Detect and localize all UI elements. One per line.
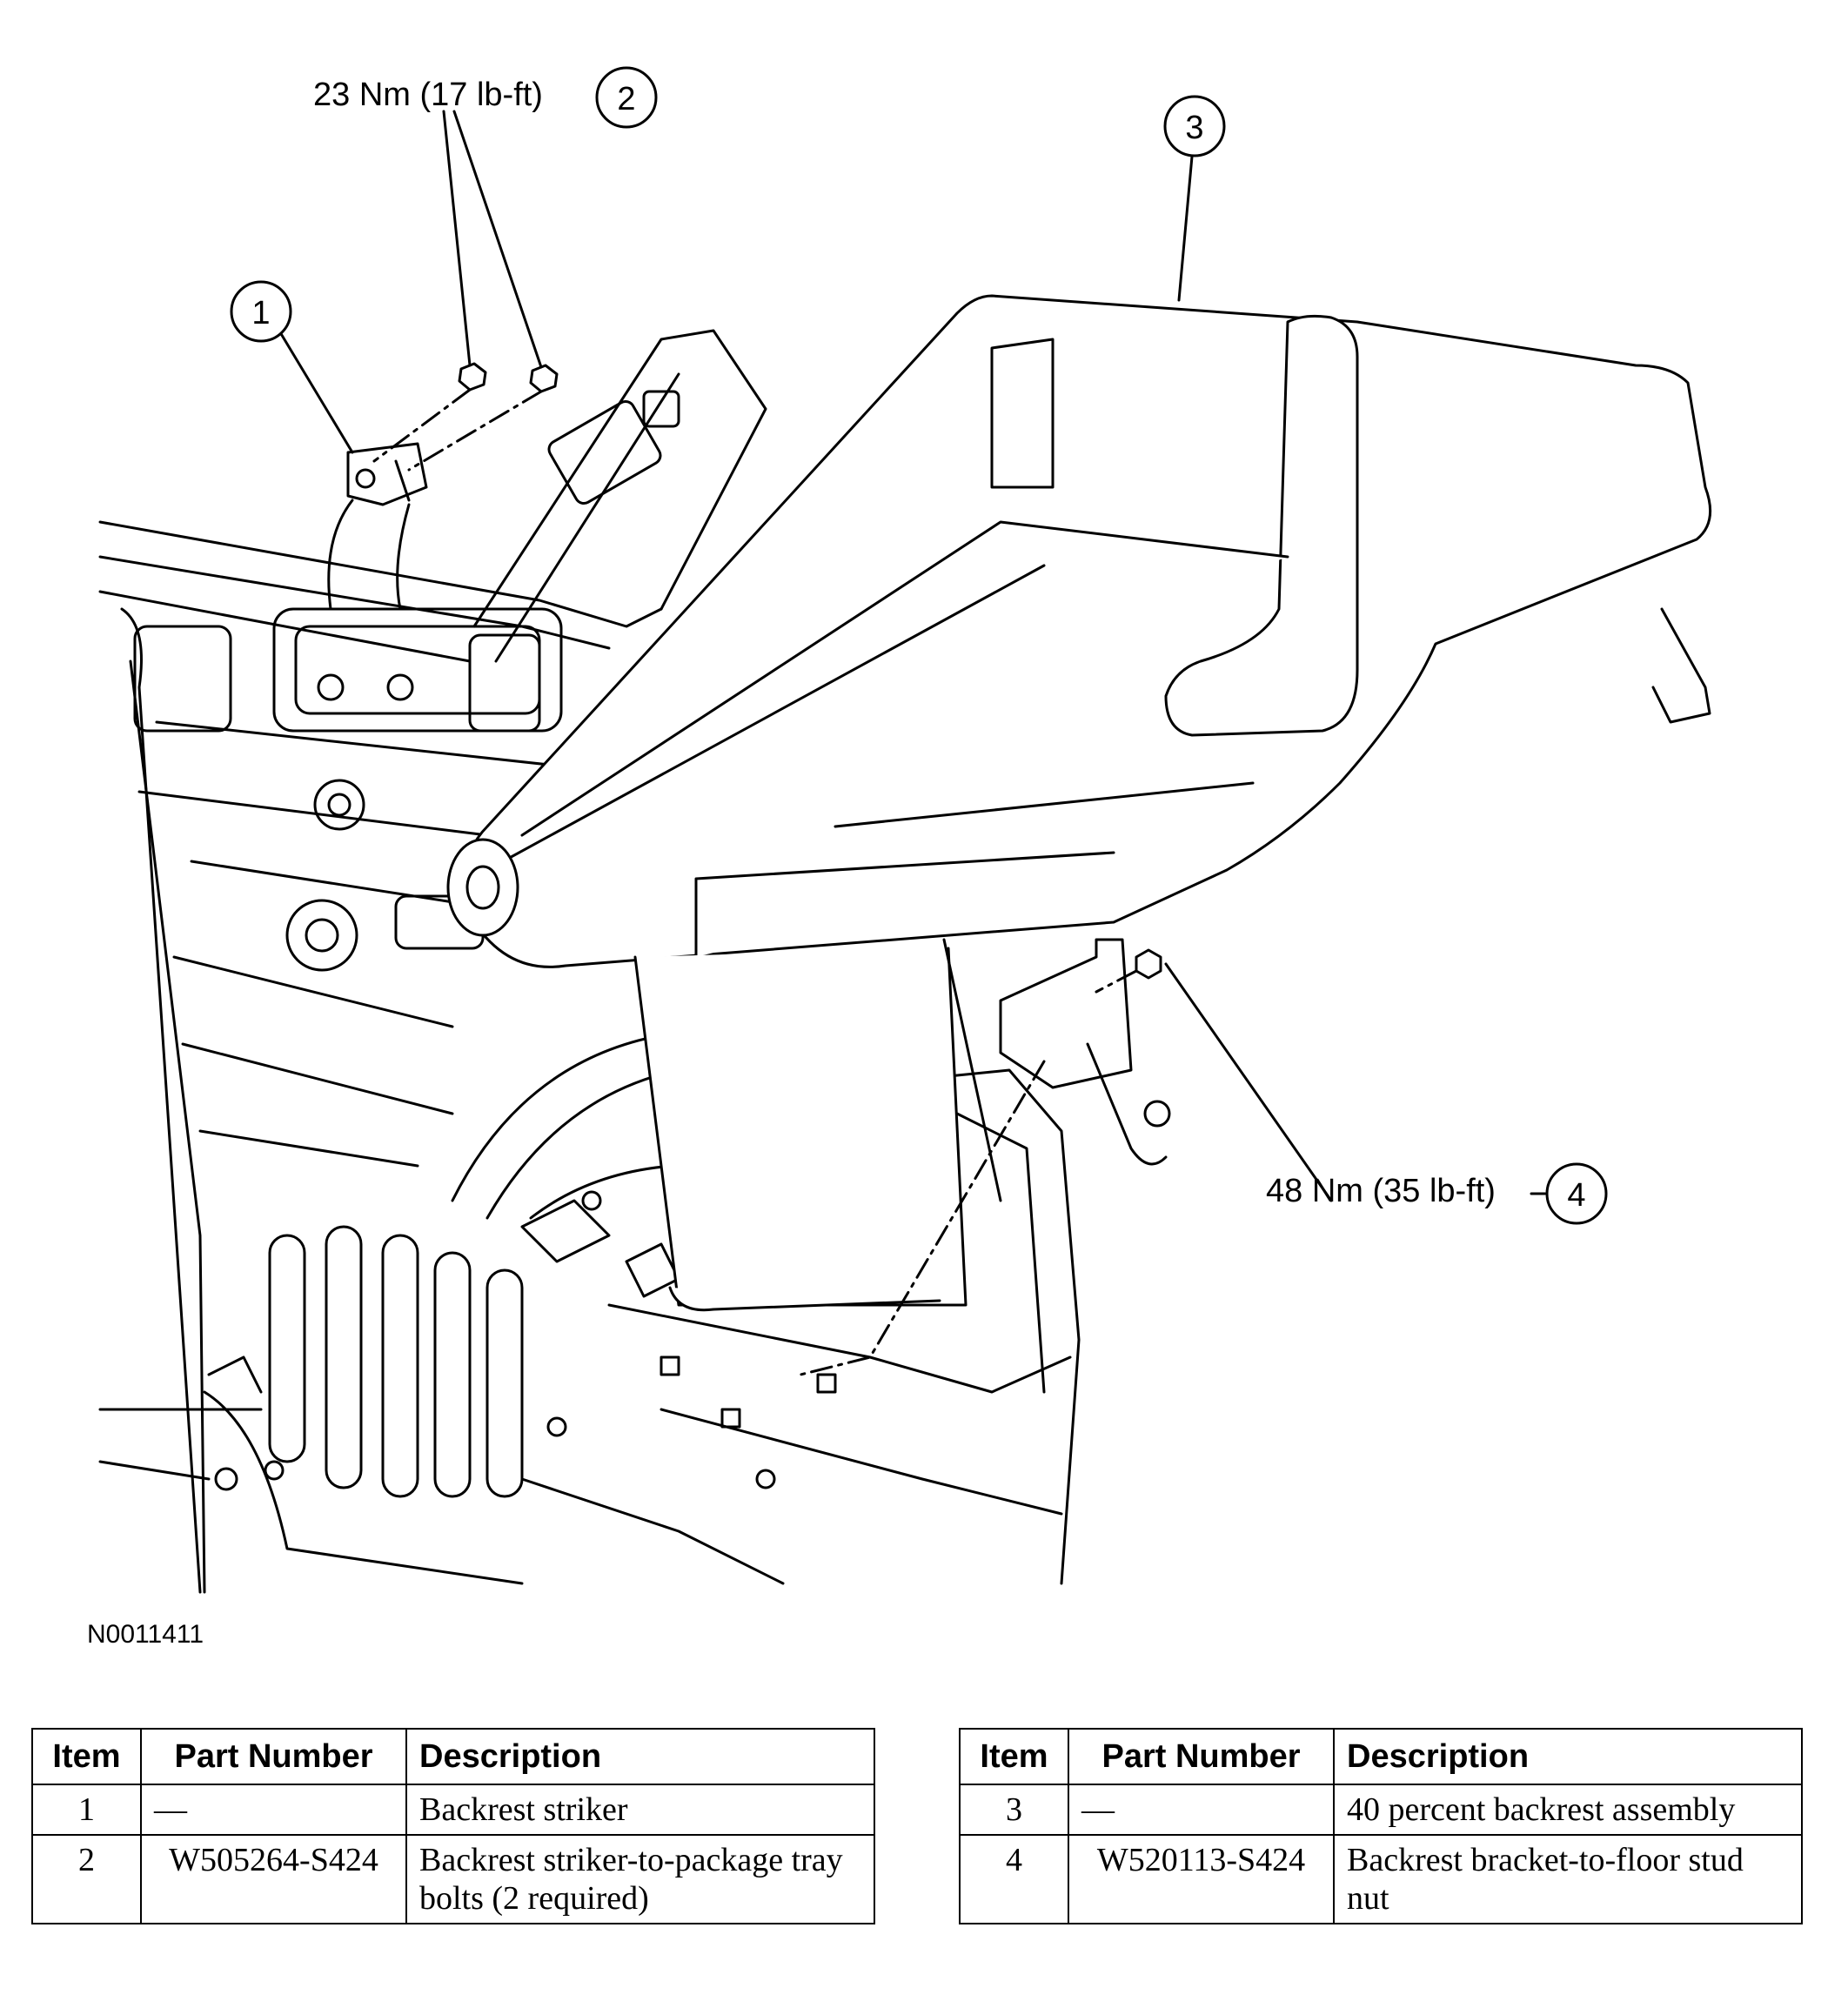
header-description: Description — [1333, 1728, 1803, 1785]
cell-description: Backrest striker-to-package tray bolts (… — [405, 1834, 875, 1924]
header-part-number: Part Number — [140, 1728, 407, 1785]
table-row: 4 W520113-S424 Backrest bracket-to-floor… — [959, 1834, 1803, 1924]
cell-item: 1 — [31, 1784, 142, 1836]
callout-1-number: 1 — [251, 295, 270, 331]
table-header-row: Item Part Number Description — [31, 1728, 875, 1785]
cell-item: 4 — [959, 1834, 1069, 1924]
callout-4: 4 — [1545, 1162, 1608, 1225]
table-row: 3 — 40 percent backrest assembly — [959, 1784, 1803, 1836]
striker-bolts — [372, 362, 559, 472]
table-row: 1 — Backrest striker — [31, 1784, 875, 1836]
cell-part-number: — — [140, 1784, 407, 1836]
callout-2: 2 — [595, 66, 658, 129]
header-item: Item — [31, 1728, 142, 1785]
torque-label-2: 23 Nm (17 lb-ft) — [313, 77, 543, 113]
torque-label-4: 48 Nm (35 lb-ft) — [1266, 1173, 1496, 1209]
callout-4-number: 4 — [1567, 1177, 1585, 1214]
table-header-row: Item Part Number Description — [959, 1728, 1803, 1785]
header-description: Description — [405, 1728, 875, 1785]
cell-description: Backrest striker — [405, 1784, 875, 1836]
callout-3-number: 3 — [1185, 110, 1203, 146]
table-row: 2 W505264-S424 Backrest striker-to-packa… — [31, 1834, 875, 1924]
cell-description: Backrest bracket-to-floor stud nut — [1333, 1834, 1803, 1924]
callout-leaders — [278, 96, 1547, 1202]
backrest-assembly — [446, 294, 1712, 1312]
callout-1: 1 — [230, 280, 292, 343]
cell-description: 40 percent backrest assembly — [1333, 1784, 1803, 1836]
callout-3: 3 — [1163, 95, 1226, 157]
cell-item: 3 — [959, 1784, 1069, 1836]
cell-part-number: W505264-S424 — [140, 1834, 407, 1924]
cell-part-number: W520113-S424 — [1068, 1834, 1335, 1924]
cell-part-number: — — [1068, 1784, 1335, 1836]
parts-table-left: Item Part Number Description 1 — Backres… — [31, 1728, 875, 1924]
figure-id: N0011411 — [87, 1620, 204, 1649]
cell-item: 2 — [31, 1834, 142, 1924]
backrest-striker — [327, 442, 428, 611]
seat-backrest-illustration: 1 2 3 4 — [98, 66, 1712, 1594]
parts-table-right: Item Part Number Description 3 — 40 perc… — [959, 1728, 1803, 1924]
callout-2-number: 2 — [617, 81, 635, 117]
backrest-bracket — [799, 938, 1171, 1376]
header-part-number: Part Number — [1068, 1728, 1335, 1785]
header-item: Item — [959, 1728, 1069, 1785]
